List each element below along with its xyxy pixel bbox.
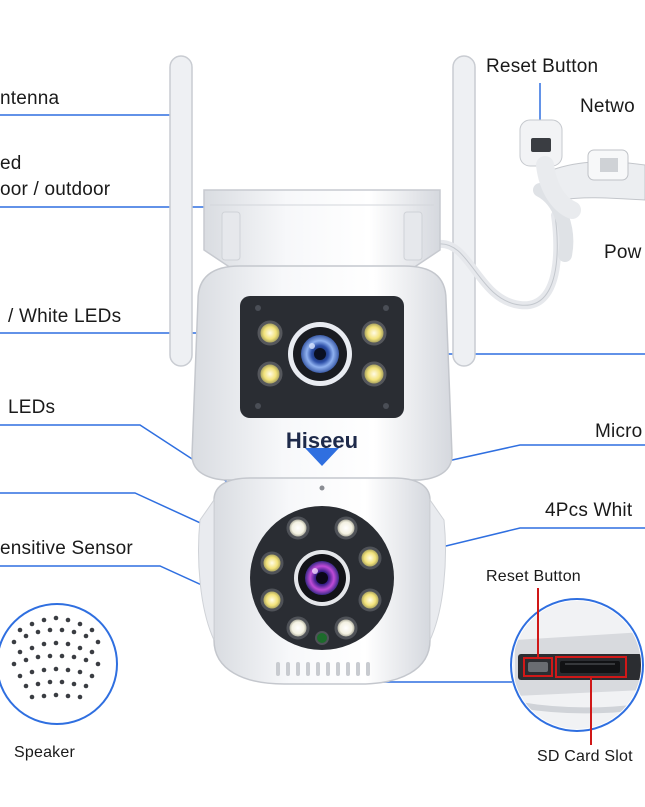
speaker-inset [0,603,118,725]
label-reset-button-top: Reset Button [486,56,599,77]
brand-logo: Hiseeu [286,428,358,466]
label-reset-button-slot: Reset Button [486,568,581,585]
label-light-sensor: ensitive Sensor [0,538,133,559]
wall-mount [203,189,441,271]
label-network: Netwo [580,96,635,117]
top-lens-panel [240,296,404,418]
label-speaker: Speaker [14,744,75,761]
lower-lens [294,550,350,606]
label-waterproof-line2: oor / outdoor [0,179,111,200]
label-top-leds: / White LEDs [8,306,122,327]
antenna-left [169,55,193,367]
label-white-leds: 4Pcs Whit [545,500,633,521]
label-bottom-leds: LEDs [8,397,56,418]
network-connector [519,119,645,262]
label-waterproof-line1: ed [0,153,22,174]
label-antenna: ntenna [0,88,60,109]
lower-led-ring [260,516,382,645]
label-microphone: Micro [595,421,643,442]
antenna-right [452,55,476,367]
label-sd-card-slot: SD Card Slot [537,748,633,765]
label-power: Pow [604,242,642,263]
brand-logo-text: Hiseeu [286,428,358,453]
sd-card-inset [510,588,644,745]
